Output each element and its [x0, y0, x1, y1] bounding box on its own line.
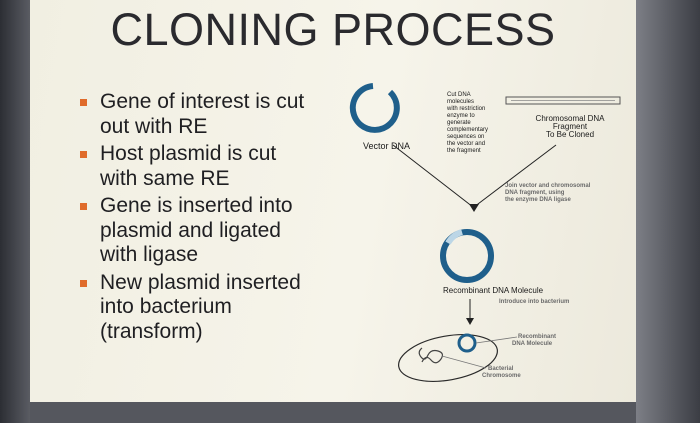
rec-small-label: Recombinant: [518, 334, 556, 340]
monitor-bezel-bottom: [30, 402, 636, 423]
pointer-line: [475, 336, 518, 344]
cloning-diagram: Vector DNA Cut DNA molecules with restri…: [349, 83, 621, 382]
rec-small-label: DNA Molecule: [512, 341, 553, 347]
vector-dna-label: Vector DNA: [363, 141, 410, 151]
fragment-label: Chromosomal DNA: [536, 114, 606, 123]
fragment-label: To Be Cloned: [546, 130, 594, 139]
cut-note-line: sequences on: [447, 134, 484, 140]
vector-plasmid-icon: [349, 83, 400, 133]
bacterium-icon: [398, 334, 498, 382]
plasmid-in-bacterium-icon: [457, 333, 477, 353]
cut-note-line: the vector and: [447, 141, 485, 147]
cut-note-line: Cut DNA: [447, 92, 471, 98]
cut-note-line: complementary: [447, 127, 488, 133]
recombinant-plasmid-icon: [440, 229, 494, 283]
presentation-slide: CLONING PROCESS Gene of interest is cut …: [30, 0, 636, 402]
bullet-marker-icon: [80, 151, 87, 158]
inserted-fragment-icon: [445, 229, 464, 245]
bullet-text: New plasmid inserted into bacterium (tra…: [100, 270, 301, 343]
join-line-left: [392, 144, 474, 208]
cut-note-line: with restriction: [446, 106, 485, 112]
dna-fragment-icon: [505, 96, 621, 105]
slide-title: CLONING PROCESS: [110, 4, 556, 55]
bacterial-label: Chromosome: [482, 373, 521, 379]
bullet-item: New plasmid inserted into bacterium (tra…: [78, 271, 398, 345]
bullet-marker-icon: [80, 99, 87, 106]
bullet-text: Host plasmid is cut with same RE: [100, 142, 277, 190]
bullet-item: Gene of interest is cut out with RE: [78, 90, 398, 139]
join-note-line: Join vector and chromosomal: [505, 183, 591, 189]
monitor-bezel-left: [0, 0, 30, 423]
join-note-line: DNA fragment, using: [505, 190, 565, 196]
monitor-bezel-right: [636, 0, 700, 423]
bullet-text: Gene is inserted into plasmid and ligate…: [100, 194, 293, 266]
join-line-right: [473, 144, 557, 208]
join-note-line: the enzyme DNA ligase: [505, 197, 571, 203]
cut-note-line: generate: [447, 120, 471, 126]
bullet-item: Host plasmid is cut with same RE: [78, 142, 398, 191]
bacterial-label: Bacterial: [488, 366, 514, 372]
down-arrow-icon: [469, 204, 479, 212]
cut-note-line: molecules: [447, 99, 474, 105]
down-arrow-icon: [466, 318, 474, 325]
cut-note-line: the fragment: [447, 148, 481, 154]
introduce-note: Introduce into bacterium: [499, 299, 569, 305]
bacterial-chromosome-icon: [418, 347, 444, 364]
cut-note-line: enzyme to: [447, 113, 475, 119]
pointer-line: [441, 355, 487, 369]
fragment-label: Fragment: [553, 122, 588, 131]
bullet-list: Gene of interest is cut out with RE Host…: [78, 90, 398, 347]
bullet-item: Gene is inserted into plasmid and ligate…: [78, 194, 398, 268]
recombinant-label: Recombinant DNA Molecule: [443, 286, 544, 295]
bullet-text: Gene of interest is cut out with RE: [100, 90, 305, 138]
bullet-marker-icon: [80, 203, 87, 210]
bullet-marker-icon: [80, 279, 87, 287]
